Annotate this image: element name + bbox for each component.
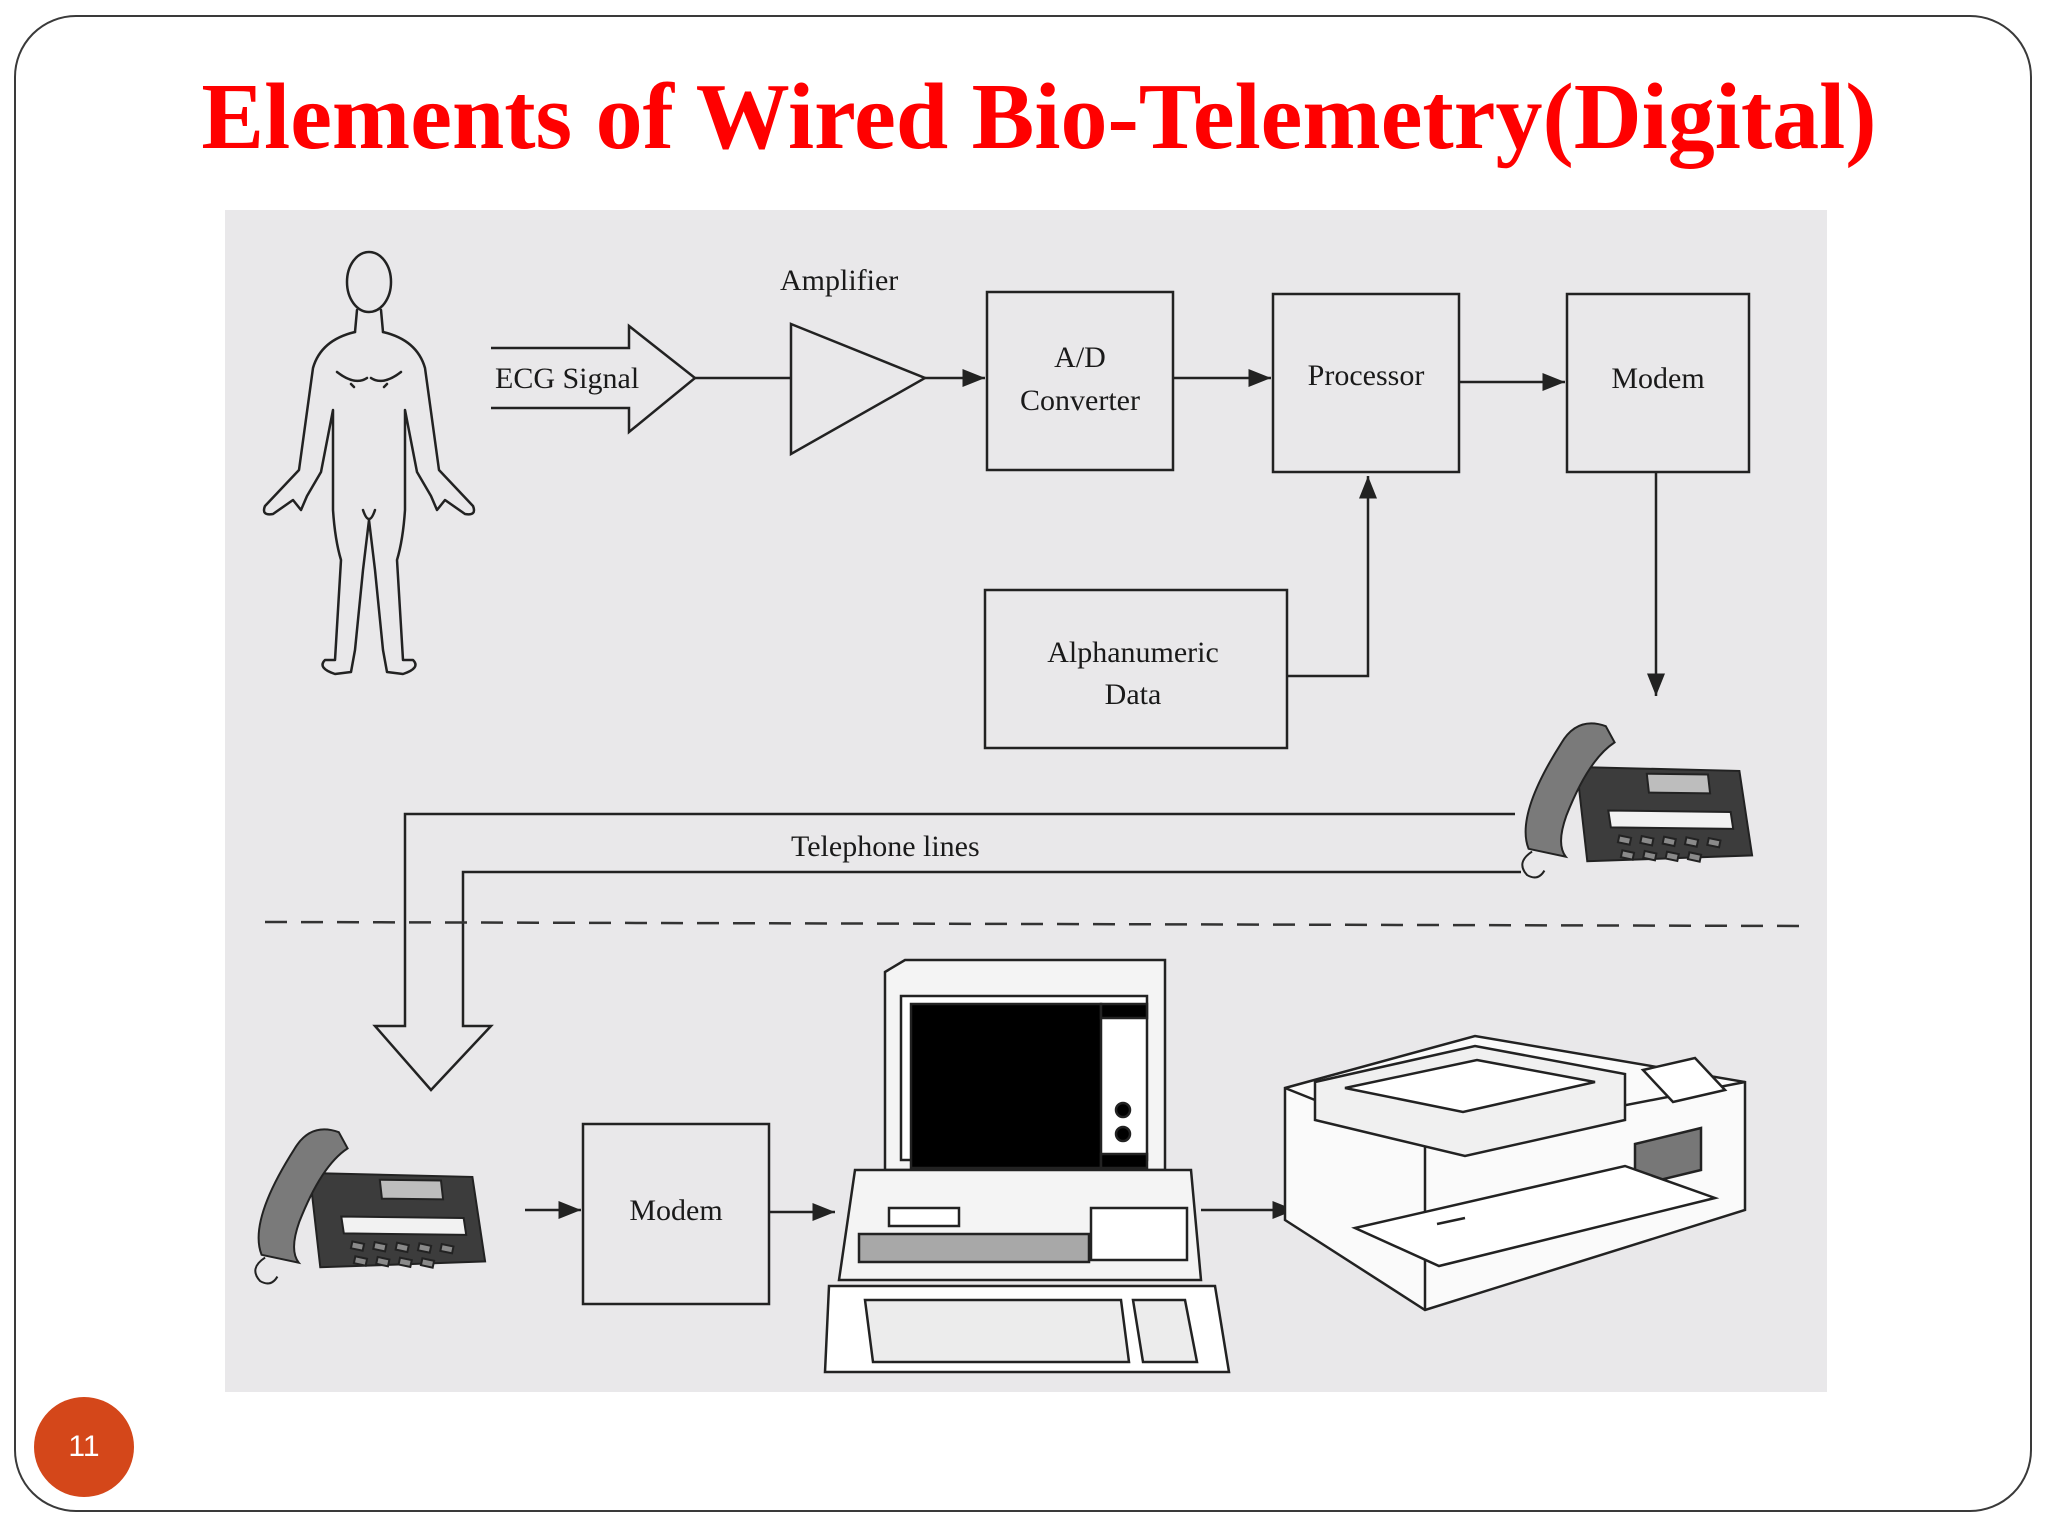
amplifier-block <box>789 322 928 457</box>
alphanumeric-data-block <box>983 588 1289 750</box>
telephone-tx-icon <box>1521 722 1754 879</box>
computer-icon <box>823 958 1231 1374</box>
telephone-rx-icon <box>254 1128 487 1285</box>
human-figure-icon <box>262 250 476 676</box>
alphanumeric-label-line1: Alphanumeric <box>1047 636 1219 669</box>
ad-converter-label-line2: Converter <box>1020 384 1140 417</box>
modem-rx-label: Modem <box>629 1194 722 1227</box>
ecg-signal-label: ECG Signal <box>495 362 639 395</box>
modem-rx-block <box>581 1122 771 1306</box>
diagram-panel: ECG Signal Amplifier A/D Converter Proce… <box>225 210 1827 1392</box>
slide-number-badge: 11 <box>34 1397 134 1497</box>
slide-title: Elements of Wired Bio-Telemetry(Digital) <box>201 65 1877 169</box>
divider-dashed-line <box>264 920 1806 928</box>
telephone-lines-label: Telephone lines <box>791 830 980 863</box>
processor-label: Processor <box>1308 359 1425 392</box>
modem-tx-block <box>1565 292 1751 474</box>
printer-icon <box>1283 1034 1747 1312</box>
amplifier-label: Amplifier <box>780 264 898 297</box>
ad-converter-block <box>985 290 1175 472</box>
ad-converter-label-line1: A/D <box>1054 341 1106 374</box>
modem-tx-label: Modem <box>1611 362 1704 395</box>
alphanumeric-label-line2: Data <box>1105 678 1162 711</box>
